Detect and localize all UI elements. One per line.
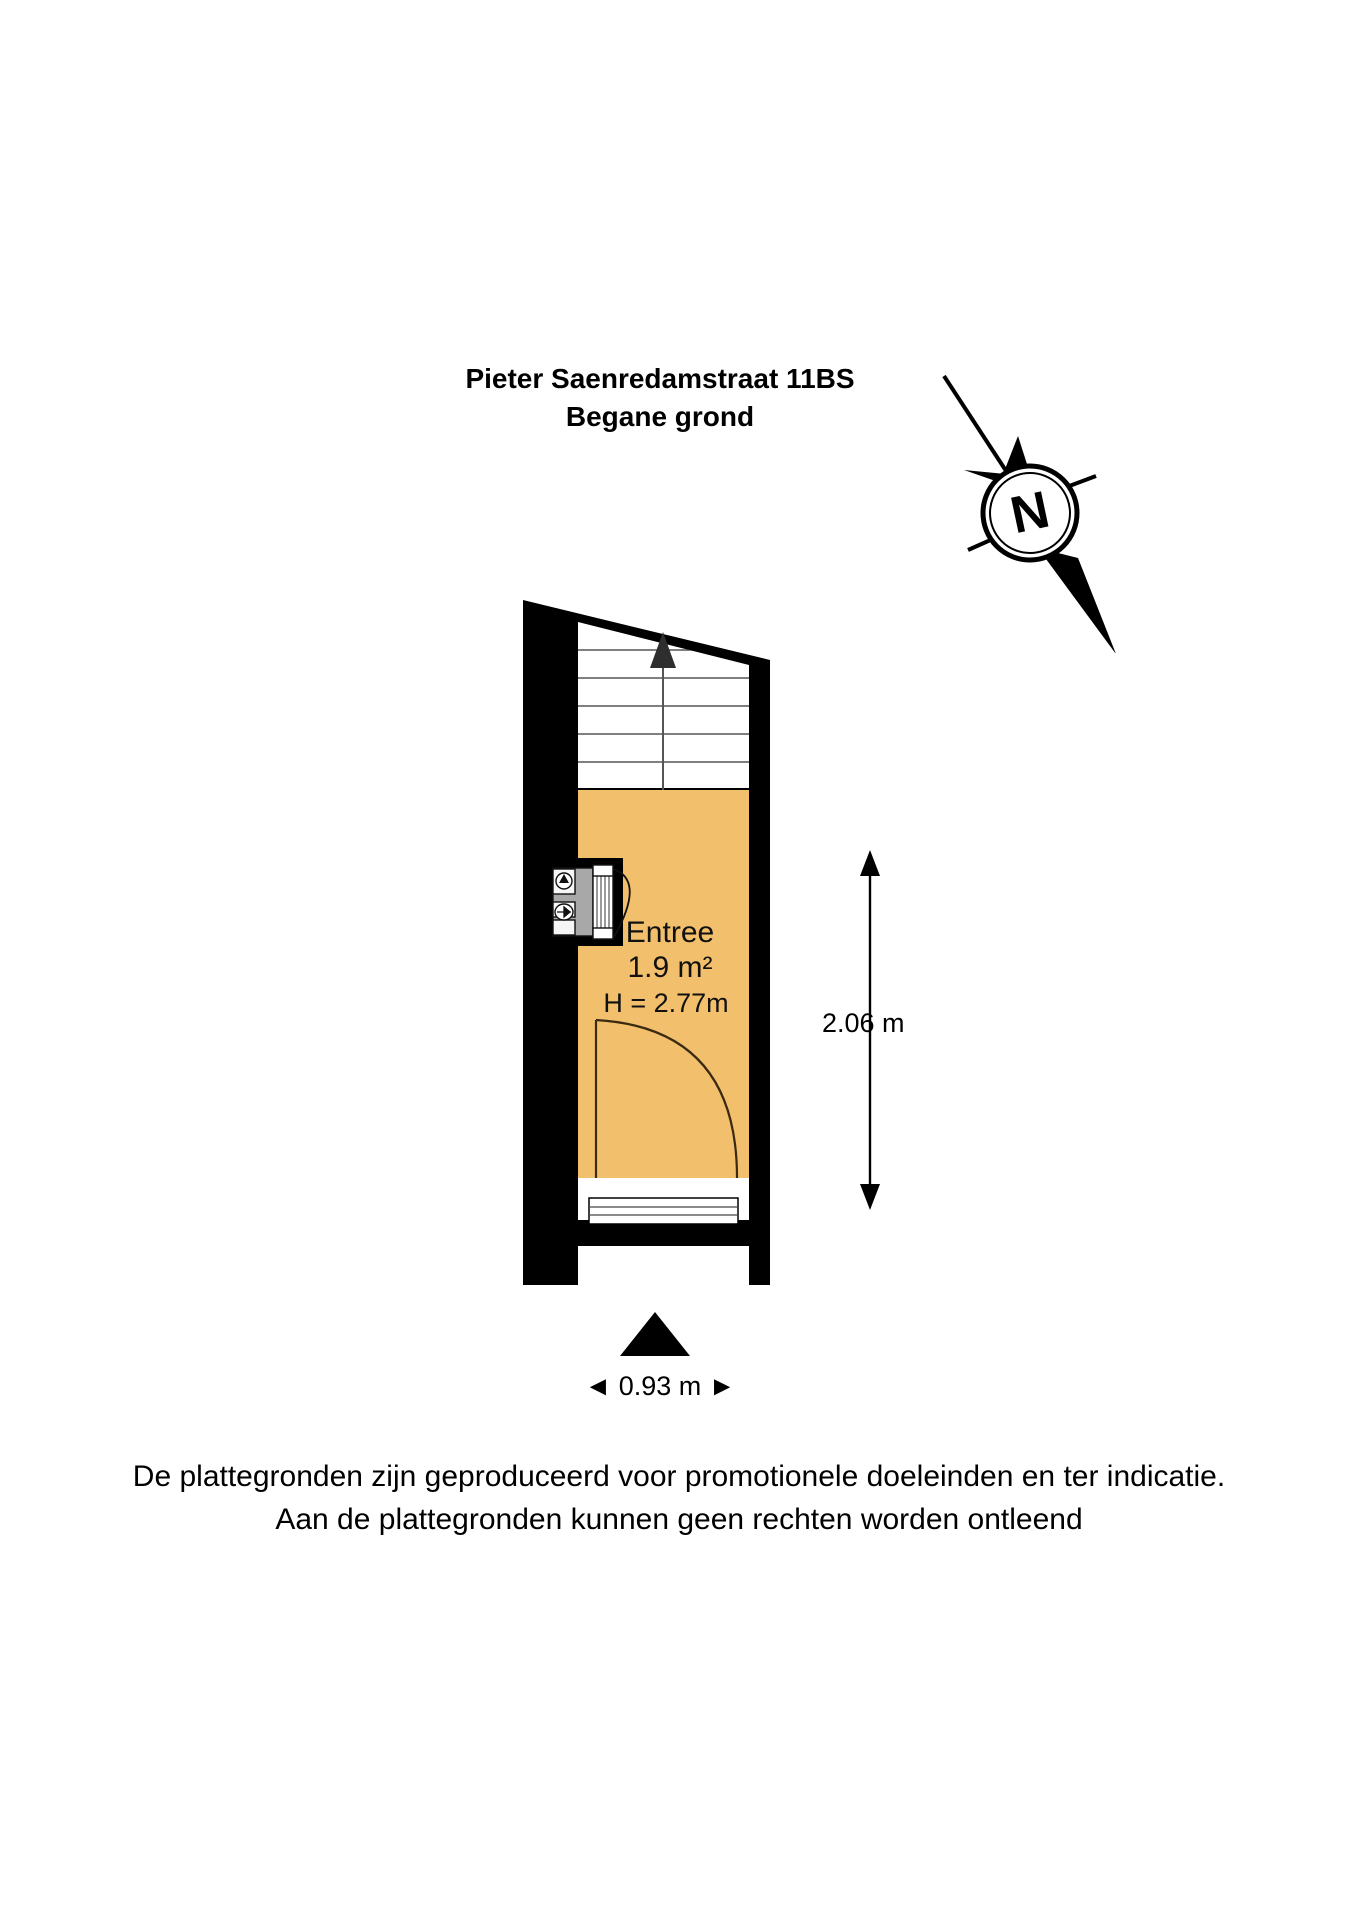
dimension-horizontal-label: ◄ 0.93 m ► <box>584 1371 736 1401</box>
footer-disclaimer: De plattegronden zijn geproduceerd voor … <box>0 1455 1358 1541</box>
compass-rose-north-icon: N <box>942 374 1116 654</box>
front-door <box>594 1018 739 1181</box>
room-area-entree: 1.9 m² <box>627 951 712 984</box>
floor-level-label: Begane grond <box>565 401 755 432</box>
floorplan-svg: Entree 1.9 m² H = 2.77m <box>523 600 770 1285</box>
footer-line-2: Aan de plattegronden kunnen geen rechten… <box>275 1503 1083 1536</box>
room-height-entree: H = 2.77m <box>603 988 728 1018</box>
dimension-vertical-icon <box>860 850 880 1210</box>
meter-cupboard-fixture <box>552 864 631 940</box>
property-address: Pieter Saenredamstraat 11BS <box>465 363 855 394</box>
entrance-marker-triangle <box>620 1312 690 1356</box>
compass-rose: N <box>930 358 1130 654</box>
dimension-vertical-label: 2.06 m <box>822 1008 905 1038</box>
staircase-direction-arrow <box>650 632 676 790</box>
entrance-triangle-icon <box>620 1312 690 1356</box>
page-title: Pieter Saenredamstraat 11BS Begane grond <box>400 360 920 436</box>
footer-line-1: De plattegronden zijn geproduceerd voor … <box>132 1460 1226 1493</box>
room-entree-fill <box>578 790 749 1178</box>
door-threshold <box>578 1178 749 1285</box>
dimension-vertical-arrow <box>855 850 885 1210</box>
room-label-entree: Entree <box>626 916 714 949</box>
floorplan-drawing: Entree 1.9 m² H = 2.77m <box>490 580 820 1310</box>
